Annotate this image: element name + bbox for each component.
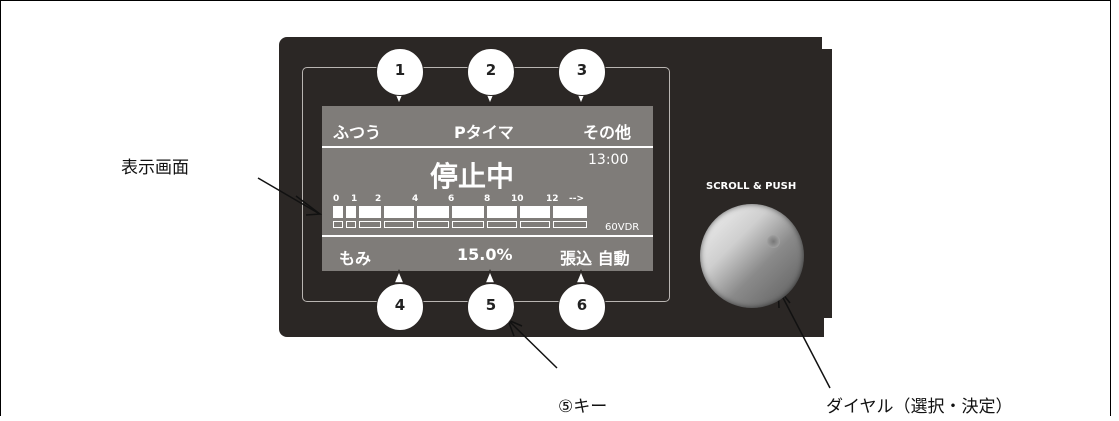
level-segment-empty <box>384 221 414 228</box>
lcd-mode-label: ふつう <box>333 123 382 142</box>
key-1-button[interactable]: 1 <box>376 48 424 96</box>
lcd-clock: 13:00 <box>588 152 629 168</box>
level-segment <box>487 206 517 218</box>
lcd-bottom-separator <box>322 235 653 237</box>
lcd-other-label: その他 <box>583 123 632 142</box>
key-3-button[interactable]: 3 <box>558 48 606 96</box>
bubble-tails <box>392 91 588 284</box>
level-segment <box>333 206 343 218</box>
scale-tick-label: 12 <box>546 194 559 204</box>
level-segment-empty <box>333 221 343 228</box>
level-bar-lower <box>333 221 587 228</box>
display-callout: 表示画面 <box>121 158 189 178</box>
display-screen <box>322 106 653 271</box>
scale-tick-label: 0 <box>333 194 340 204</box>
level-segment-empty <box>359 221 381 228</box>
lcd-moisture-value: 15.0% <box>457 245 513 264</box>
level-segment <box>417 206 449 218</box>
dial-callout: ダイヤル（選択・決定） <box>826 397 1013 417</box>
level-segment-empty <box>346 221 356 228</box>
level-bar <box>333 206 587 218</box>
bubble-tail <box>574 269 588 284</box>
lcd-status: 停止中 <box>430 160 515 193</box>
level-segment-empty <box>452 221 484 228</box>
level-segment <box>452 206 484 218</box>
level-segment <box>520 206 550 218</box>
display-arrow-line <box>257 177 319 214</box>
key5-callout: ⑤キー <box>558 397 608 417</box>
lcd-grain-label: もみ <box>339 249 372 268</box>
panel-notch-bottom <box>824 318 836 338</box>
scale-tick-label: --> <box>569 194 585 204</box>
scale-tick-label: 6 <box>448 194 455 204</box>
lcd-voltage: 60VDR <box>605 222 640 233</box>
level-segment-empty <box>553 221 587 228</box>
scale-tick-label: 8 <box>484 194 491 204</box>
scale-tick-label: 10 <box>511 194 524 204</box>
level-segment-empty <box>417 221 449 228</box>
scale-tick-label: 1 <box>351 194 358 204</box>
key-4-button[interactable]: 4 <box>376 283 424 331</box>
dial-arrow-line <box>779 291 831 389</box>
scroll-push-dial[interactable] <box>700 204 804 308</box>
bubble-tail <box>392 269 406 284</box>
panel-notch-top <box>822 36 836 49</box>
level-segment <box>359 206 381 218</box>
key-6-button[interactable]: 6 <box>558 283 606 331</box>
display-arrow-head <box>295 195 323 216</box>
dial-label: SCROLL & PUSH <box>706 181 797 192</box>
level-segment-empty <box>487 221 517 228</box>
lcd-fill-mode: 張込 自動 <box>560 249 630 268</box>
lcd-top-separator <box>322 146 653 148</box>
lcd-timer-label: Pタイマ <box>454 123 514 142</box>
key-5-button[interactable]: 5 <box>467 283 515 331</box>
scale-tick-label: 4 <box>412 194 419 204</box>
level-segment-empty <box>520 221 550 228</box>
bubble-tail <box>483 269 497 284</box>
level-segment <box>553 206 587 218</box>
key5-arrow-line <box>509 321 558 369</box>
key-2-button[interactable]: 2 <box>467 48 515 96</box>
level-segment <box>384 206 414 218</box>
scale-tick-label: 2 <box>375 194 382 204</box>
dial-indicator-dot <box>767 235 780 248</box>
level-segment <box>346 206 356 218</box>
